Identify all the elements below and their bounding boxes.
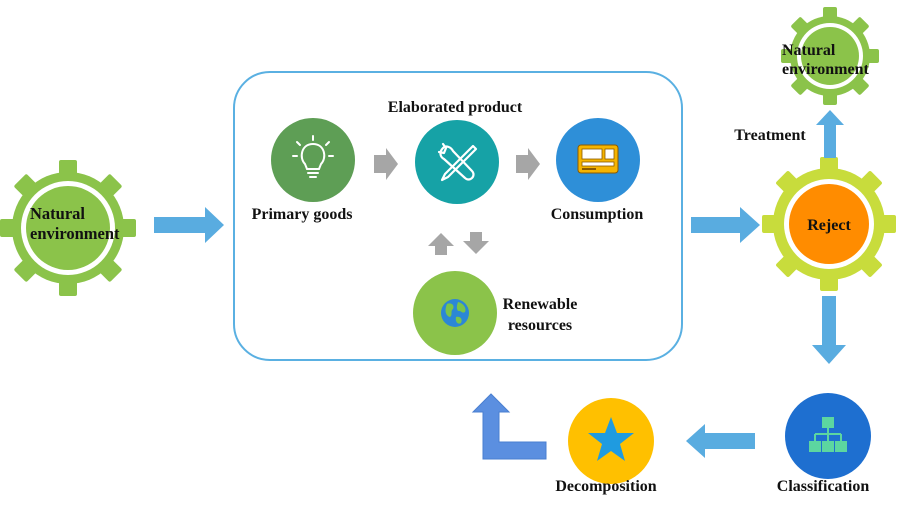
star-icon [588, 417, 634, 461]
arrow-up-gray [428, 233, 454, 255]
arrow-panel-to-reject [691, 207, 760, 243]
reject-label: Reject [807, 217, 851, 234]
gear-icon [0, 160, 136, 296]
primary-goods-label: Primary goods [252, 206, 353, 223]
tools-icon [437, 142, 478, 182]
globe-icon [441, 299, 469, 327]
elaborated-product-node [415, 120, 499, 204]
primary-goods-node [271, 118, 355, 202]
arrow-elaborated-to-consumption [516, 148, 540, 180]
arrow-natural-to-panel [154, 207, 224, 243]
arrow-down-gray [463, 232, 489, 254]
natural-environment-top-gear: Natural environment [781, 7, 879, 105]
arrow-reject-to-natural-top [816, 110, 844, 158]
natural-environment-left-gear: Natural environment [0, 160, 136, 296]
decomposition-label: Decomposition [555, 478, 656, 495]
gear-icon [781, 7, 879, 105]
reject-gear: Reject [762, 157, 896, 291]
arrow-primary-to-elaborated [374, 148, 398, 180]
treatment-label: Treatment [734, 127, 806, 144]
arrow-reject-to-classification [812, 296, 846, 364]
consumption-node [556, 118, 640, 202]
natural-environment-top-label-line2: environment [782, 61, 869, 78]
renewable-resources-label-line1: Renewable [503, 296, 578, 313]
natural-environment-left-label-line1: Natural [30, 204, 85, 223]
gear-icon [762, 157, 896, 291]
elaborated-product-label: Elaborated product [388, 99, 523, 116]
renewable-resources-node [413, 271, 497, 355]
classification-node [785, 393, 871, 479]
renewable-resources-label-line2: resources [508, 317, 572, 334]
arrow-classification-to-decomposition [686, 424, 755, 458]
natural-environment-left-label-line2: environment [30, 224, 120, 243]
monitor-icon [577, 144, 619, 174]
classification-label: Classification [777, 478, 870, 495]
consumption-label: Consumption [551, 206, 644, 223]
decomposition-node [568, 398, 654, 484]
hierarchy-icon [809, 417, 847, 452]
lightbulb-icon [292, 135, 334, 178]
natural-environment-top-label-line1: Natural [782, 42, 836, 59]
arrow-decomposition-return [471, 393, 547, 460]
